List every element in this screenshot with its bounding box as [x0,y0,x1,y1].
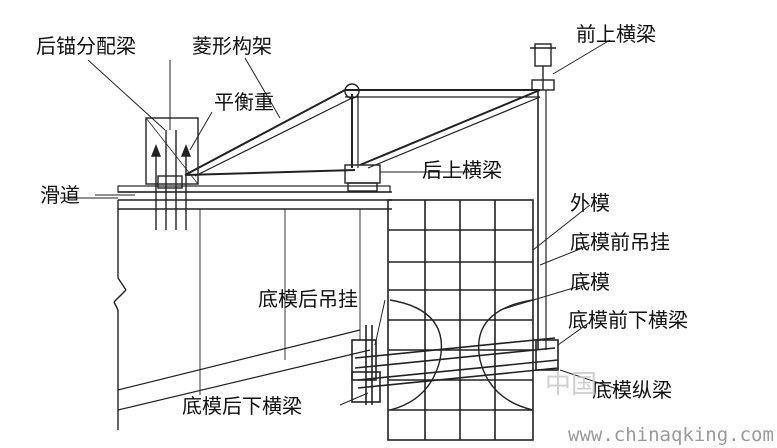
label-bottom-form-front-lower-crossbeam: 底模前下横梁 [568,308,688,332]
label-front-upper-crossbeam: 前上横梁 [576,22,656,46]
label-bottom-form-front-hanger: 底模前吊挂 [570,230,670,254]
label-counterweight: 平衡重 [214,90,274,114]
slide-track [95,185,391,196]
box-girder [113,191,392,430]
watermark-cn: 中国 [545,370,598,400]
outer-formwork-grid [387,199,534,441]
label-bottom-form-rear-hanger: 底模后吊挂 [258,287,358,311]
hanger-arcs [389,299,534,411]
label-bottom-form-longitudinal-beam: 底模纵梁 [592,378,672,402]
leader-lines [60,39,621,406]
label-rear-anchor-beam: 后锚分配梁 [36,34,136,58]
rear-anchor-block [145,117,199,230]
label-diamond-truss: 菱形构架 [192,34,272,58]
diamond-truss [184,83,541,192]
watermark-url: www.chinaqking.com [568,424,774,446]
label-slide-track: 滑道 [40,183,80,207]
bottom-form-beams [351,325,559,405]
front-upper-crossbeam [530,43,556,350]
label-outer-formwork: 外模 [570,191,610,215]
label-bottom-formwork: 底模 [570,270,610,294]
label-bottom-form-rear-lower-crossbeam: 底模后下横梁 [182,394,302,418]
label-rear-upper-crossbeam: 后上横梁 [422,158,502,182]
